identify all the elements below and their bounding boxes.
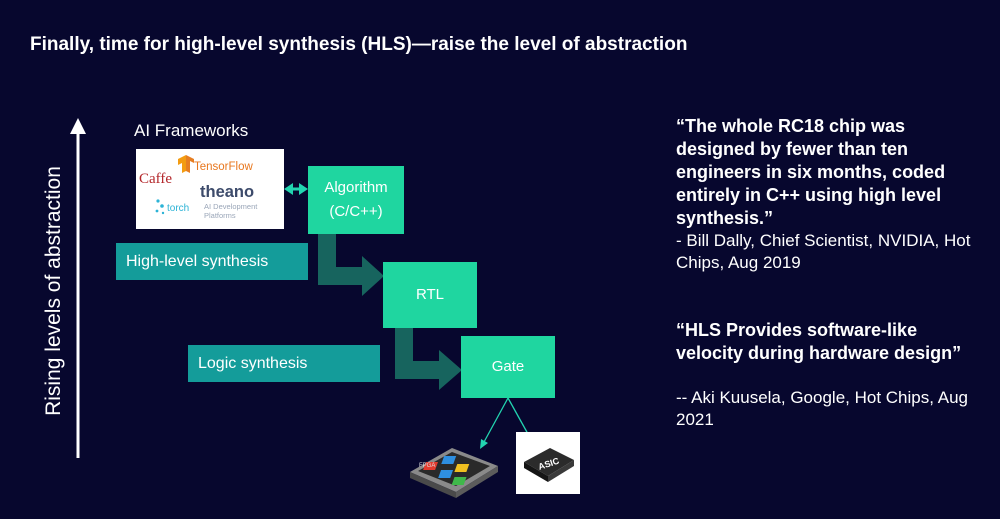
logic-synthesis-label: Logic synthesis: [198, 354, 308, 372]
hls-flow-arrow: [318, 234, 384, 296]
torch-logo: torch: [155, 199, 189, 215]
ai-frameworks-label: AI Frameworks: [134, 121, 249, 140]
quote-google-attribution: -- Aki Kuusela, Google, Hot Chips, Aug 2…: [676, 388, 968, 429]
high-level-synthesis-band: High-level synthesis: [116, 243, 308, 280]
fpga-label: FPGA: [419, 463, 435, 469]
theano-logo: theano: [200, 183, 254, 201]
framework-logo-collage: TensorFlow Caffe theano torch AI Develop…: [139, 155, 258, 220]
logic-flow-arrow: [395, 328, 462, 390]
page-title: Finally, time for high-level synthesis (…: [30, 34, 688, 55]
gate-to-fpga-line: [483, 397, 509, 443]
ai-frameworks-logos: TensorFlow Caffe theano torch AI Develop…: [136, 149, 284, 229]
algorithm-label: Algorithm: [324, 179, 388, 196]
torch-text: torch: [167, 203, 189, 214]
rtl-label: RTL: [415, 286, 445, 303]
ai-platforms-text-1: AI Development: [204, 202, 258, 211]
algorithm-language-label: (C/C++): [329, 203, 383, 220]
abstraction-arrow: [70, 118, 86, 458]
logic-synthesis-band: Logic synthesis: [188, 345, 380, 382]
caffe-logo: Caffe: [139, 171, 172, 187]
gate-box: Gate: [461, 336, 555, 398]
tensorflow-logo: TensorFlow: [178, 155, 253, 173]
gate-label: Gate: [491, 358, 525, 375]
quote-nvidia: “The whole RC18 chip was designed by few…: [676, 116, 946, 228]
rtl-box: RTL: [383, 262, 477, 328]
fpga-chip-image: FPGA: [410, 448, 498, 498]
quote-nvidia-attribution: - Bill Dally, Chief Scientist, NVIDIA, H…: [676, 231, 971, 272]
quote-google: “HLS Provides software-like velocity dur…: [676, 320, 962, 363]
algorithm-box: Algorithm (C/C++): [308, 166, 404, 234]
ai-platforms-text-2: Platforms: [204, 211, 236, 220]
tensorflow-text: TensorFlow: [194, 161, 253, 173]
high-level-synthesis-label: High-level synthesis: [126, 252, 269, 270]
asic-chip-image: ASIC: [516, 432, 580, 494]
